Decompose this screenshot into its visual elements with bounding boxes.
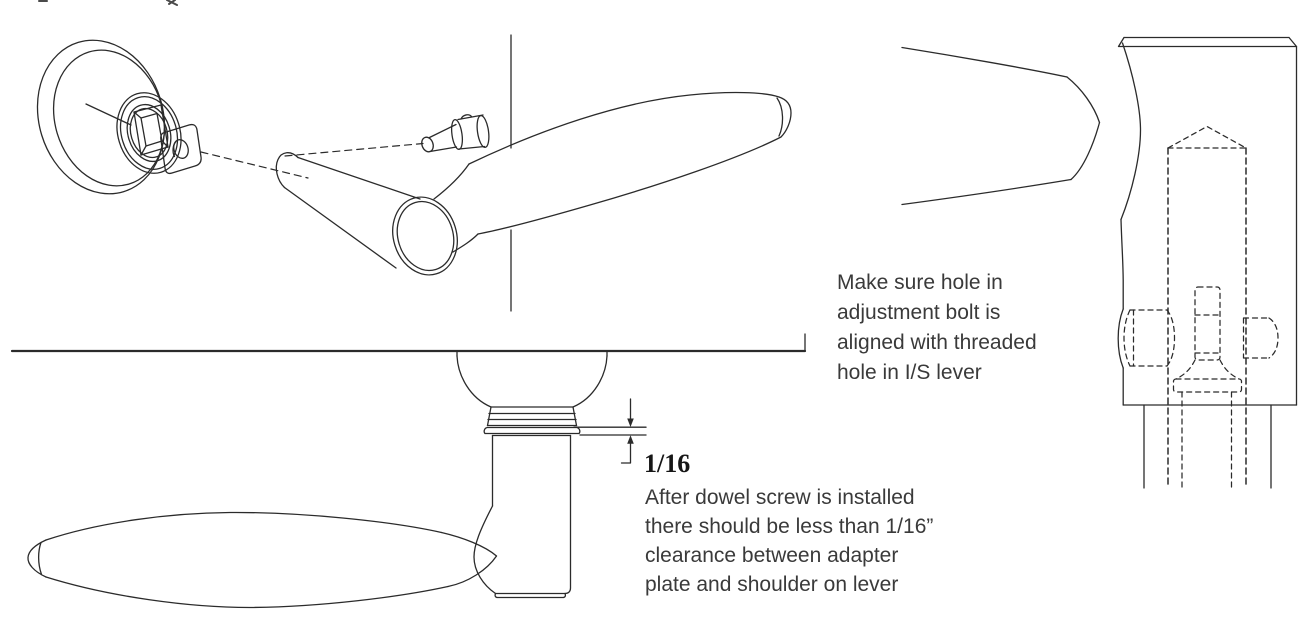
arrowhead-up: [627, 435, 634, 444]
lever-handle: [468, 91, 792, 235]
flare-right-curve: [572, 355, 608, 408]
exploded-view: [36, 34, 792, 312]
installed-side-view: [10, 333, 807, 609]
handle-fillet-top: [1066, 76, 1101, 124]
bolt-body-dashed: [1194, 286, 1221, 361]
handle-tip-arc: [776, 97, 784, 137]
collar-flare: [456, 351, 608, 427]
body-top-chamfer: [1117, 36, 1298, 48]
cropped-text-fragments: [38, 0, 178, 6]
cropped-text-fragment: [166, 0, 178, 6]
cutaway-view: [901, 36, 1298, 489]
cross-bolt-left-cap-dashed: [1123, 309, 1131, 367]
handle-tip-cap-line: [37, 541, 43, 576]
dimension-label: 1/16: [644, 449, 691, 478]
clearance-note: After dowel screw is installed there sho…: [645, 483, 933, 599]
hidden-channel: [1167, 125, 1247, 488]
lever-shoulder-band: [483, 426, 581, 435]
note-line: hole in I/S lever: [837, 361, 982, 384]
rose-plate-outline: [36, 39, 166, 195]
hole-inner-edge: [172, 140, 177, 158]
hidden-adjustment-bolt: [1172, 286, 1243, 488]
rose-plate-inner-rim: [52, 49, 166, 187]
hidden-right-cross-hole: [1242, 317, 1279, 359]
collar-ring: [119, 96, 179, 170]
handle-fillet-top: [433, 163, 470, 200]
spindle-hub-face: [133, 104, 169, 156]
neck-top-edge: [297, 156, 421, 200]
dowel-screw: [421, 114, 490, 153]
bolt-hole-sides-dashed: [1181, 391, 1233, 488]
bolt-flare-left-dashed: [1175, 359, 1196, 380]
channel-drill-point-dashed: [1167, 125, 1247, 149]
spindle-hub-bore: [140, 112, 163, 147]
neck-face-inner: [396, 200, 455, 272]
bolt-section-lines-dashed: [1194, 314, 1221, 354]
neck-bottom-rim: [494, 592, 567, 599]
neck-right-edge: [564, 434, 572, 595]
cross-bolt-right-cap-dashed: [1166, 309, 1176, 367]
handle-fillet-top: [440, 531, 498, 557]
dimension-line-lower: [620, 442, 632, 464]
dowel-screw-head-face: [476, 114, 490, 149]
shaft-edges: [1143, 404, 1272, 489]
spindle-edge-line: [85, 103, 132, 126]
adjustment-bolt-flag: [160, 123, 202, 175]
collar-ring: [126, 103, 172, 163]
ring-sides: [486, 406, 578, 427]
dowel-screw-axis-centerline: [284, 142, 424, 157]
flare-left-curve: [456, 355, 492, 408]
cross-hole-dashed: [1242, 317, 1270, 359]
neck-bottom-edge: [283, 186, 397, 269]
handle-fillet-bottom: [1070, 121, 1101, 181]
handle-fillet-bottom: [452, 233, 479, 253]
note-line: Make sure hole in: [837, 271, 1003, 294]
note-line: adjustment bolt is: [837, 301, 1001, 324]
dowel-screw-slot: [460, 114, 473, 120]
lever-neck-side: [473, 434, 572, 599]
adjustment-bolt-hole: [173, 139, 189, 159]
handle-top-line: [901, 46, 1068, 78]
note-line: After dowel screw is installed: [645, 486, 915, 509]
lever-neck: [275, 152, 458, 276]
note-line: clearance between adapter: [645, 544, 899, 567]
body-left-notch-arc: [1117, 308, 1124, 369]
handle-tip: [27, 539, 47, 578]
cross-hole-cap-dashed: [1268, 317, 1279, 359]
note-line: there should be less than 1/16”: [645, 515, 934, 538]
adjustment-note: Make sure hole in adjustment bolt is ali…: [837, 268, 1037, 388]
clearance-dimension: [573, 398, 647, 464]
cross-bolt-sides-dashed: [1129, 309, 1168, 367]
lever-handle-side: [27, 511, 498, 609]
handle-fillet-bottom: [447, 555, 498, 588]
hidden-left-cross-bolt: [1123, 309, 1176, 367]
neck-face-outer: [392, 196, 458, 276]
dowel-screw-step: [450, 118, 464, 151]
bolt-flange-dashed: [1172, 378, 1243, 393]
spindle-hub-edges: [133, 111, 169, 156]
collar-ring: [116, 92, 182, 174]
flare-top-corners: [456, 351, 608, 357]
body-left-edge: [1120, 218, 1124, 310]
handle-bottom-line: [901, 178, 1072, 206]
spindle-axis-centerline: [200, 151, 309, 179]
dowel-screw-head: [457, 114, 486, 150]
arrowhead-down: [627, 418, 634, 427]
collar-ring: [129, 107, 169, 159]
handle-outline: [468, 91, 792, 235]
neck-end-arc: [275, 152, 299, 189]
neck-flare-silhouette: [473, 505, 497, 595]
bolt-flare-right-dashed: [1219, 359, 1240, 380]
handle-top-edge: [45, 511, 443, 541]
note-line: aligned with threaded: [837, 331, 1037, 354]
note-line: plate and shoulder on lever: [645, 573, 899, 596]
neck-flare-silhouette: [1120, 42, 1142, 221]
handle-bottom-edge: [45, 576, 449, 609]
